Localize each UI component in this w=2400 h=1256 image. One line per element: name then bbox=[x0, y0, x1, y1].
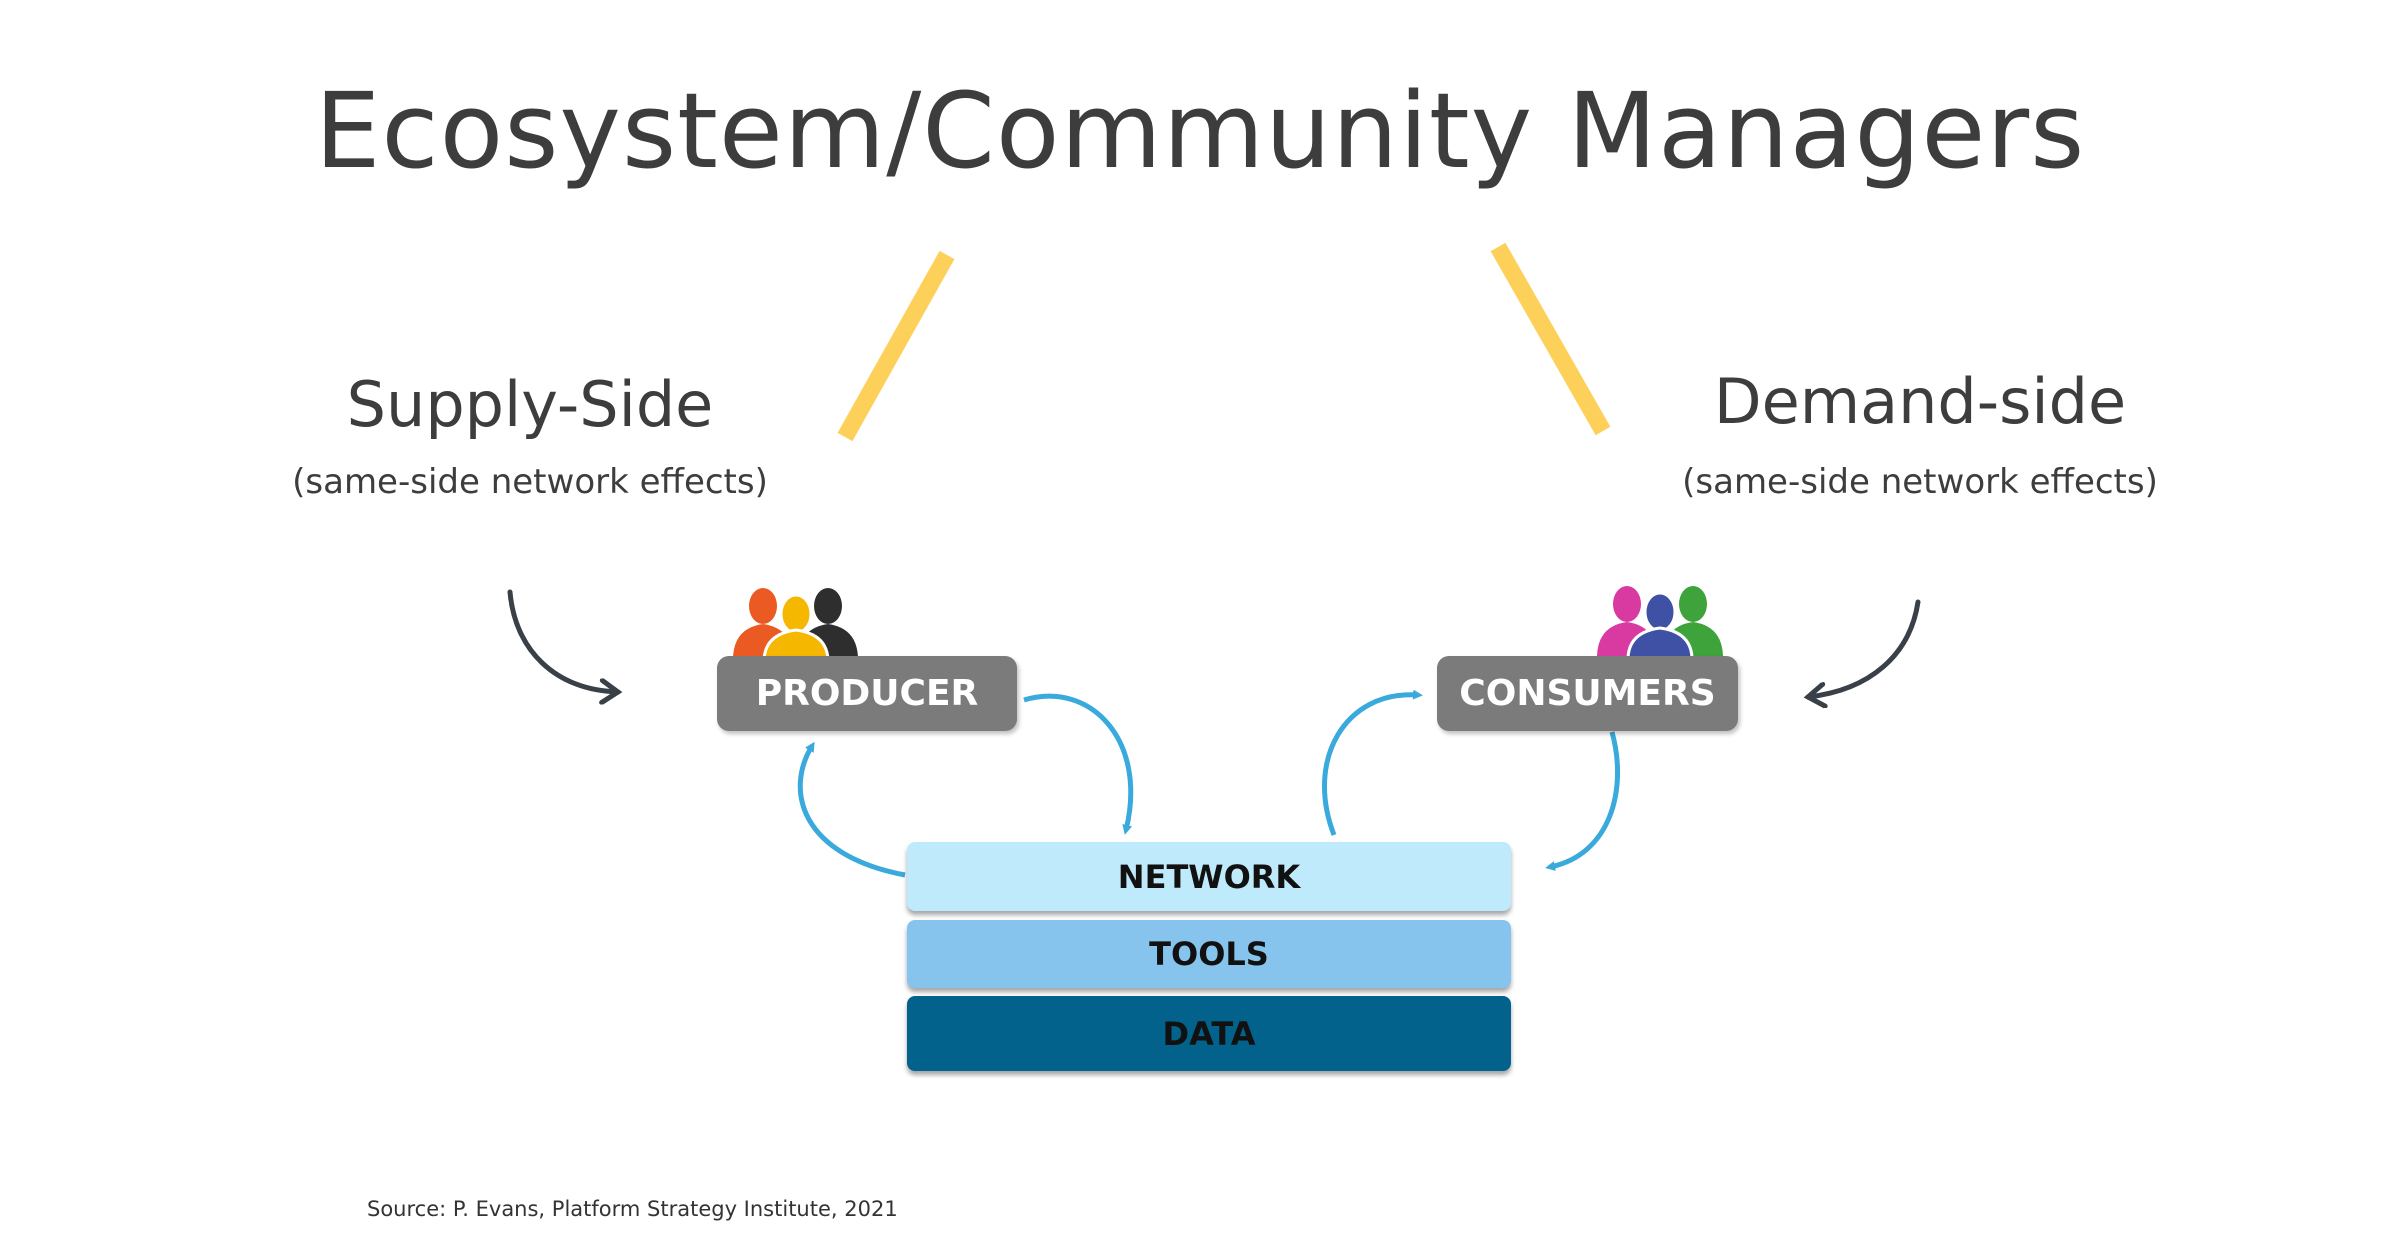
supply-side-arrow bbox=[507, 589, 618, 692]
supply-side-heading: Supply-Side bbox=[346, 368, 714, 441]
page-title: Ecosystem/Community Managers bbox=[314, 70, 2086, 192]
producer-label: PRODUCER bbox=[755, 673, 979, 714]
network-layer: NETWORK bbox=[907, 842, 1511, 911]
supply-side-subheading: (same-side network effects) bbox=[292, 462, 768, 502]
platform-to-consumers-arrow bbox=[1322, 689, 1423, 836]
consumers-box: CONSUMERS bbox=[1437, 656, 1738, 731]
data-layer: DATA bbox=[907, 996, 1511, 1071]
tools-layer-label: TOOLS bbox=[1149, 935, 1269, 973]
tools-layer: TOOLS bbox=[907, 920, 1511, 988]
demand-side-arrow bbox=[1808, 599, 1921, 697]
source-citation: Source: P. Evans, Platform Strategy Inst… bbox=[367, 1197, 898, 1221]
consumer-people-icon bbox=[1597, 586, 1723, 660]
demand-side-subheading: (same-side network effects) bbox=[1682, 462, 2158, 502]
producer-to-platform-arrow bbox=[1023, 693, 1134, 835]
producer-box: PRODUCER bbox=[717, 656, 1017, 731]
consumers-label: CONSUMERS bbox=[1459, 673, 1716, 714]
data-layer-label: DATA bbox=[1162, 1014, 1256, 1053]
consumers-to-platform-arrow bbox=[1545, 731, 1621, 871]
left-connector-line bbox=[837, 250, 955, 442]
network-layer-label: NETWORK bbox=[1117, 857, 1301, 896]
yellow-person-icon bbox=[762, 593, 830, 662]
blue-person-icon bbox=[1626, 591, 1694, 660]
right-connector-line bbox=[1490, 242, 1611, 436]
demand-side-heading: Demand-side bbox=[1713, 365, 2127, 438]
platform-to-producer-arrow bbox=[797, 741, 906, 878]
producer-people-icon bbox=[733, 588, 858, 662]
